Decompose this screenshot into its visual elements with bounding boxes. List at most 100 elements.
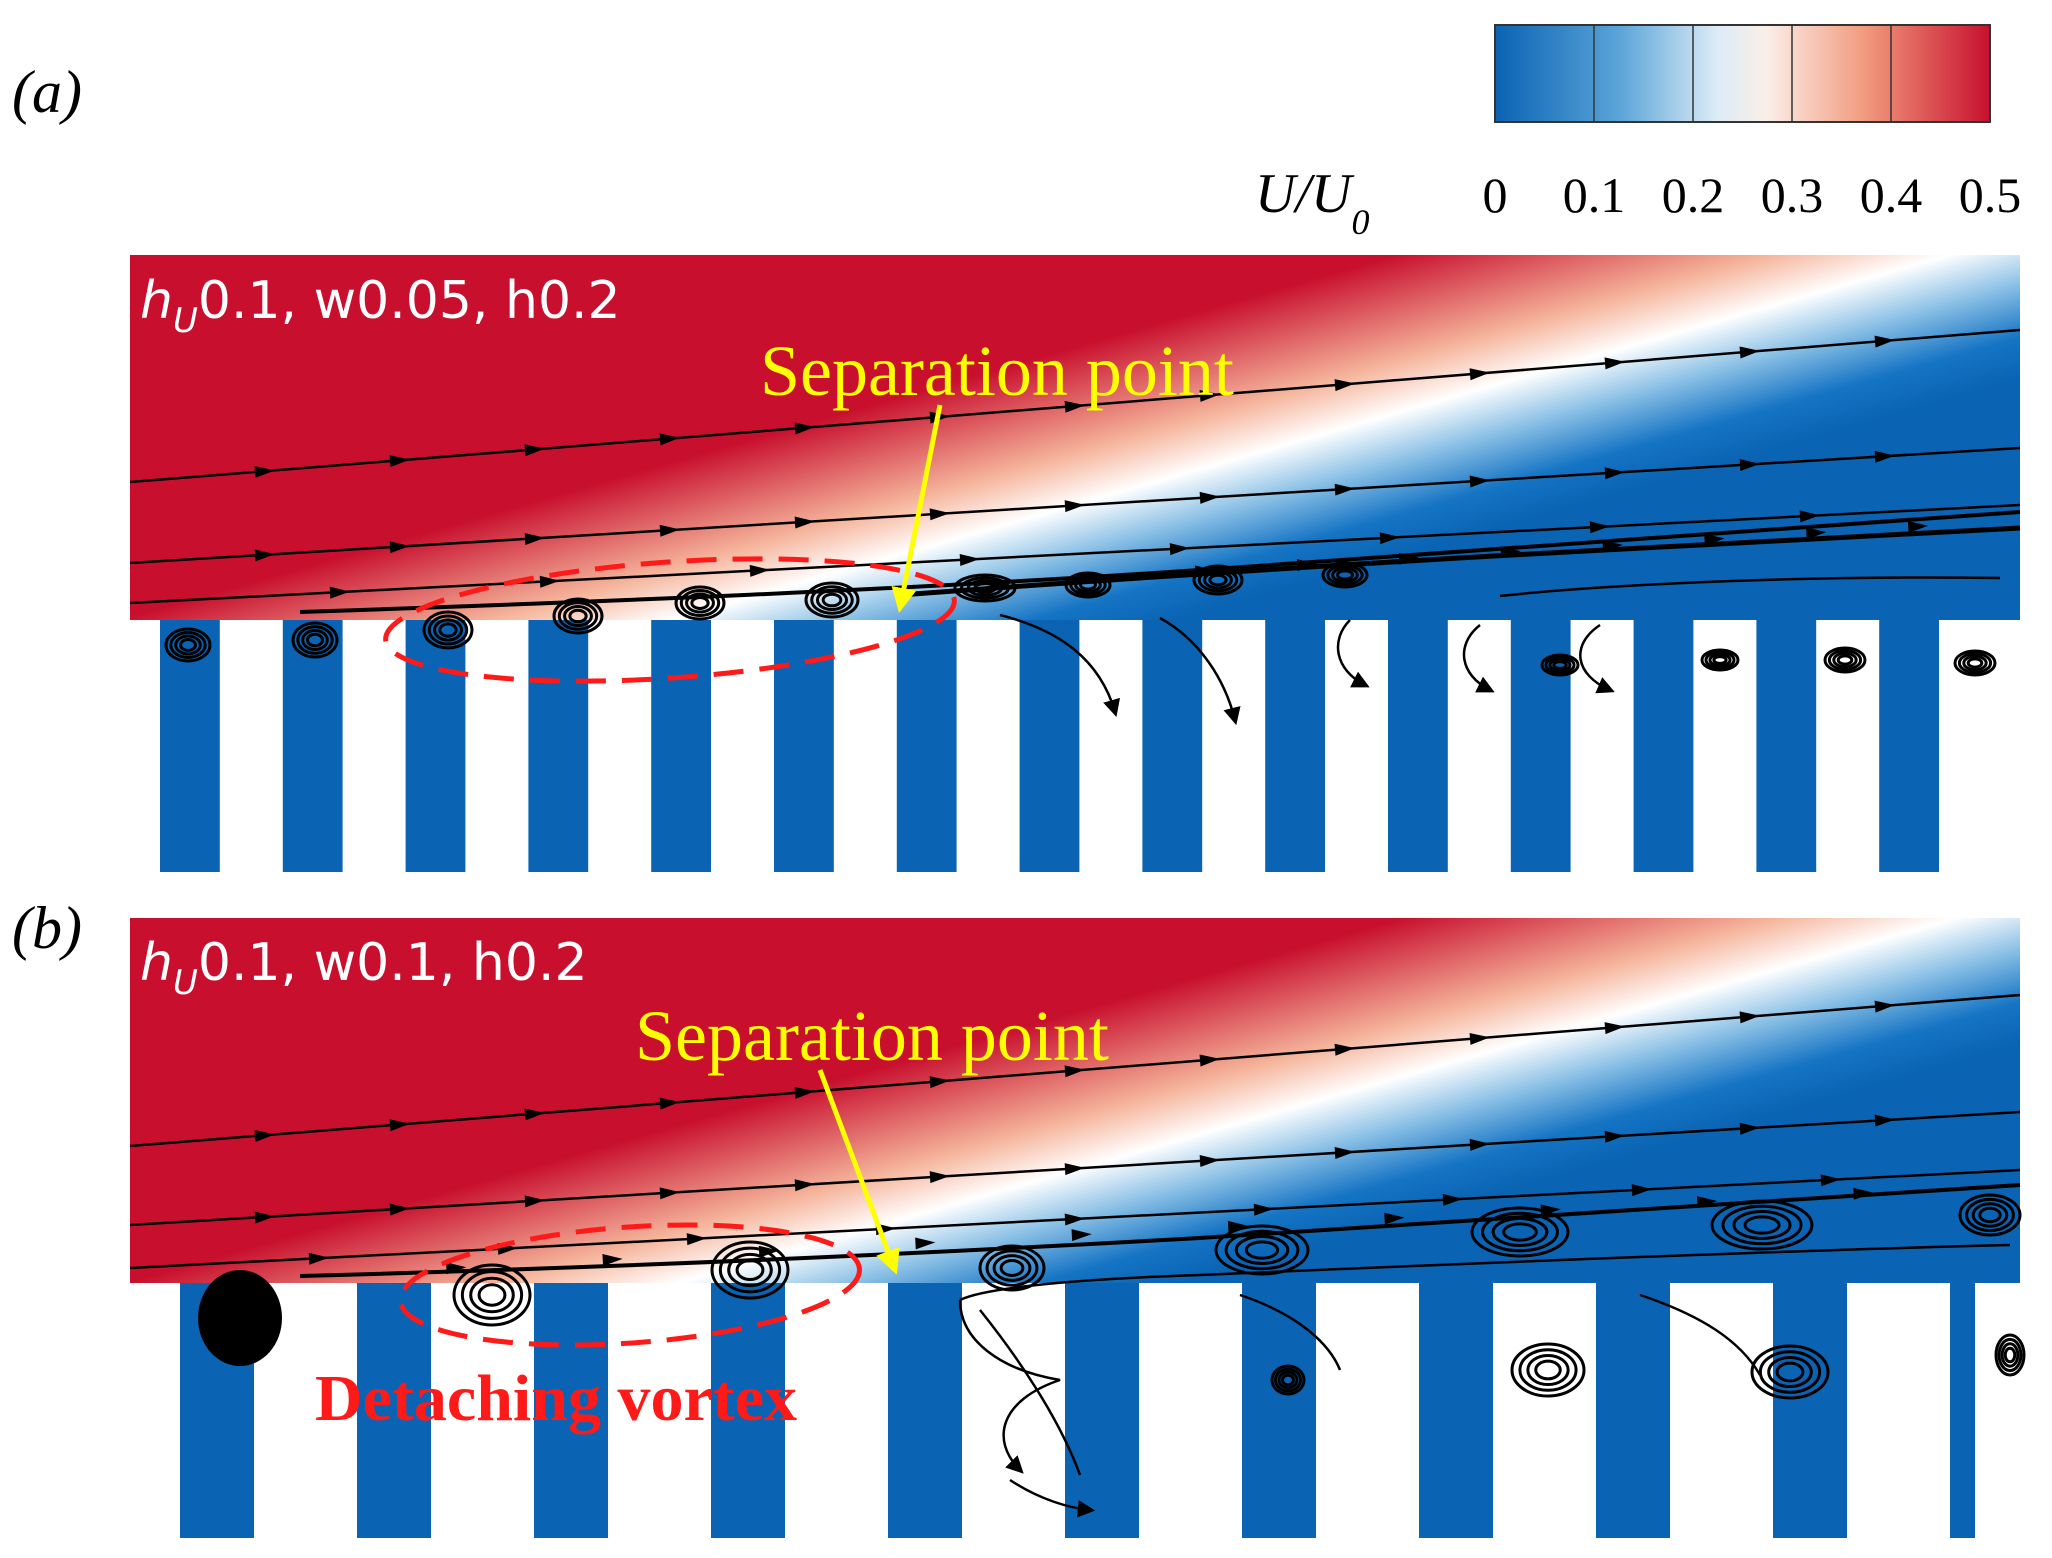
streamline xyxy=(958,1299,1061,1474)
streamline-arrowhead xyxy=(1334,483,1355,496)
streamline-arrowhead xyxy=(1820,1174,1841,1187)
streamline-arrowhead xyxy=(959,553,980,566)
vortex-ring xyxy=(727,1252,773,1288)
streamline-arrowhead xyxy=(308,1252,329,1265)
vortex-ring xyxy=(1277,1370,1299,1390)
streamline-arrowhead xyxy=(1739,1011,1760,1024)
vortex-ring xyxy=(469,1276,515,1314)
streamline-arrowhead xyxy=(1199,1155,1220,1168)
streamline-arrowhead xyxy=(254,549,275,562)
vortex-ring xyxy=(1758,1350,1822,1394)
vortex-ring xyxy=(992,1254,1032,1282)
panel-b-vortex-label: Detaching vortex xyxy=(315,1362,797,1435)
streamline-arrowhead xyxy=(1064,500,1085,513)
streamline-arrowhead xyxy=(1540,1204,1561,1217)
streamline-arrowhead xyxy=(1199,1054,1220,1067)
streamline xyxy=(1009,1478,1096,1518)
vortex-ring xyxy=(568,608,588,624)
vortex-ring xyxy=(821,592,843,608)
streamline-arrowhead xyxy=(389,1119,410,1132)
panel-b-tag: (b) xyxy=(12,895,82,961)
vortex-ring xyxy=(1331,566,1359,584)
rib-gap xyxy=(1847,1283,1950,1538)
colorbar-tick-label: 0.3 xyxy=(1761,167,1824,223)
streamline-arrowhead xyxy=(1874,450,1895,463)
rib-gap xyxy=(1316,1283,1419,1538)
vortex-ring xyxy=(1767,1355,1813,1389)
rib-gap xyxy=(608,1283,711,1538)
vortex-ring xyxy=(1708,652,1732,668)
streamline-arrowhead xyxy=(915,1237,936,1250)
panel-a-separation-label: Separation point xyxy=(760,331,1234,411)
vortex-ring xyxy=(460,1270,524,1320)
vortex-ring xyxy=(291,621,339,659)
colorbar-tick-label: 0.4 xyxy=(1860,167,1923,223)
rib-gap xyxy=(833,620,897,872)
streamline xyxy=(959,1243,2011,1302)
colorbar-tick-label: 0 xyxy=(1483,167,1508,223)
streamline-arrowhead xyxy=(1296,559,1318,572)
vortex-ring xyxy=(1704,650,1736,670)
streamline-arrowhead xyxy=(1398,552,1420,565)
vortex-ring xyxy=(169,631,207,659)
streamline xyxy=(1639,1293,1762,1376)
vortex-ring xyxy=(690,596,710,610)
rib-gap xyxy=(342,620,406,872)
streamline-arrowhead xyxy=(991,578,1012,591)
vortex-ring xyxy=(1069,574,1107,596)
streamline-arrowhead xyxy=(524,1108,545,1121)
vortex-ring xyxy=(1712,655,1728,665)
vortex-ring xyxy=(1965,1197,2015,1233)
vortex-ring xyxy=(953,573,1017,603)
vortex-ring xyxy=(674,585,726,621)
panel-a: (a) hU0.1, w0.05, h0.2 Separation point xyxy=(12,59,2021,872)
vortex-ring xyxy=(1836,654,1854,666)
streamline xyxy=(899,525,2021,598)
vortex-ring xyxy=(1953,649,1997,677)
streamline-arrowhead xyxy=(659,1097,680,1110)
rib-gap xyxy=(1447,620,1511,872)
vortex-ring xyxy=(966,579,1004,597)
colorbar-tick-label: 0.5 xyxy=(1959,167,2022,223)
vortex-ring xyxy=(1775,1361,1805,1383)
streamline-arrowhead xyxy=(1064,400,1085,413)
vortex-ring xyxy=(1957,652,1993,674)
streamline xyxy=(999,613,1121,718)
rib-gap xyxy=(711,620,774,872)
streamline-arrowhead xyxy=(1384,1212,1405,1225)
streamline xyxy=(1499,576,2001,598)
panel-a-flow-field xyxy=(130,255,2020,620)
streamline-arrowhead xyxy=(1602,540,1623,553)
streamline-arrowhead xyxy=(1169,543,1190,556)
vortex-ring xyxy=(1208,573,1228,587)
vortex-ring xyxy=(1192,564,1244,596)
vortex-ring xyxy=(301,628,329,652)
streamline-arrowhead xyxy=(794,1086,815,1099)
panel-b-parameters: hU0.1, w0.1, h0.2 xyxy=(140,933,588,1003)
colorbar-label: U/U0 xyxy=(1255,163,1369,242)
vortex-ring xyxy=(179,638,197,652)
vortex-ring xyxy=(1971,1202,2009,1228)
vortex-ring xyxy=(422,610,474,650)
vortex-ring xyxy=(1270,1364,1306,1396)
colorbar-strip xyxy=(1494,24,1991,123)
streamline-arrowhead xyxy=(1334,1146,1355,1159)
streamline-arrowhead xyxy=(1696,1196,1718,1209)
vortex-ring xyxy=(710,1240,790,1300)
streamline-arrowhead xyxy=(1604,357,1625,370)
streamline-arrowhead xyxy=(929,1076,950,1089)
vortex-ring xyxy=(1823,646,1867,674)
rib-gap xyxy=(130,620,160,872)
vortex-ring xyxy=(1234,1235,1290,1265)
vortex-ring xyxy=(685,592,715,614)
colorbar-dividers xyxy=(1593,25,1892,122)
streamline-arrowhead xyxy=(929,1171,950,1184)
streamline-arrowhead xyxy=(602,1253,623,1266)
vortex-ring xyxy=(452,1263,532,1327)
vortex-ring xyxy=(985,1249,1039,1287)
vortex-ring xyxy=(1994,1333,2026,1377)
streamline-arrowhead xyxy=(929,508,950,521)
vortex-ring xyxy=(174,634,202,656)
